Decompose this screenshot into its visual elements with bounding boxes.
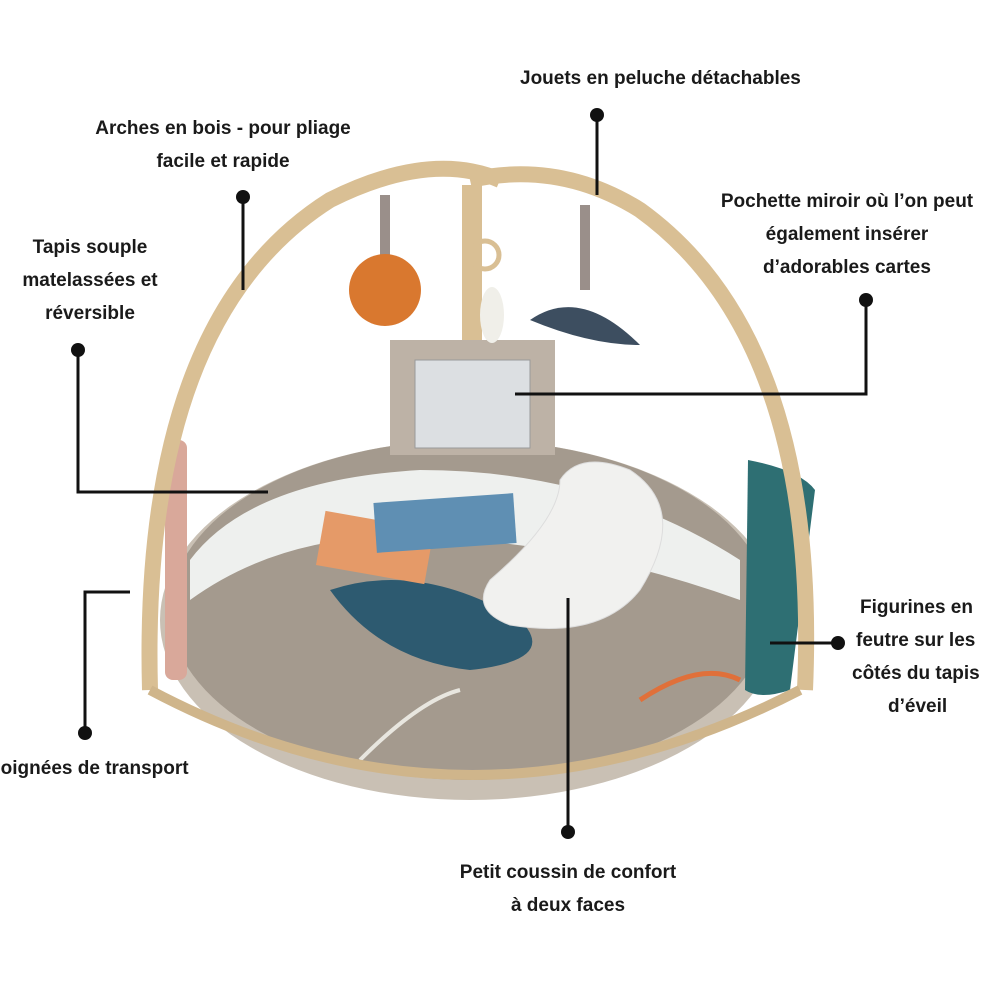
callout-arches: Arches en bois - pour pliage facile et r… <box>78 112 368 178</box>
callout-text: feutre sur les <box>856 630 976 651</box>
callout-dots <box>71 108 873 839</box>
callout-text: Poignées de transport <box>0 758 189 779</box>
callout-text: réversible <box>45 303 135 324</box>
callout-text: matelassées et <box>22 270 158 291</box>
callout-text: d’adorables cartes <box>763 257 931 278</box>
callout-text: Pochette miroir où l’on peut <box>720 191 974 212</box>
plush-toys <box>349 195 640 345</box>
mirror-pouch <box>390 340 555 455</box>
cushion <box>482 461 664 629</box>
carry-handle <box>165 440 187 680</box>
callout-toys: Jouets en peluche détachables <box>520 62 801 95</box>
callout-text: Jouets en peluche détachables <box>520 68 801 89</box>
play-mat <box>160 440 780 800</box>
callout-text: Tapis souple <box>32 237 148 258</box>
callout-text: facile et rapide <box>156 151 290 172</box>
callout-mirror: Pochette miroir où l’on peut également i… <box>702 185 984 284</box>
callout-text: Petit coussin de confort <box>459 862 677 883</box>
wooden-arches <box>141 160 815 780</box>
callout-mat: Tapis souple matelassées et réversible <box>0 231 180 330</box>
callout-text: également insérer <box>765 224 929 245</box>
callout-lines <box>76 115 868 832</box>
callout-text: à deux faces <box>510 895 626 916</box>
callout-figurines: Figurines en feutre sur les côtés du tap… <box>840 591 980 723</box>
callout-text: Arches en bois - pour pliage <box>95 118 351 139</box>
callout-cushion: Petit coussin de confort à deux faces <box>418 856 718 922</box>
cards <box>315 493 517 585</box>
callout-handles: Poignées de transport <box>0 752 189 785</box>
callout-text: d’éveil <box>888 696 948 717</box>
callout-text: Figurines en <box>860 597 973 618</box>
callout-text: côtés du tapis <box>852 663 980 684</box>
